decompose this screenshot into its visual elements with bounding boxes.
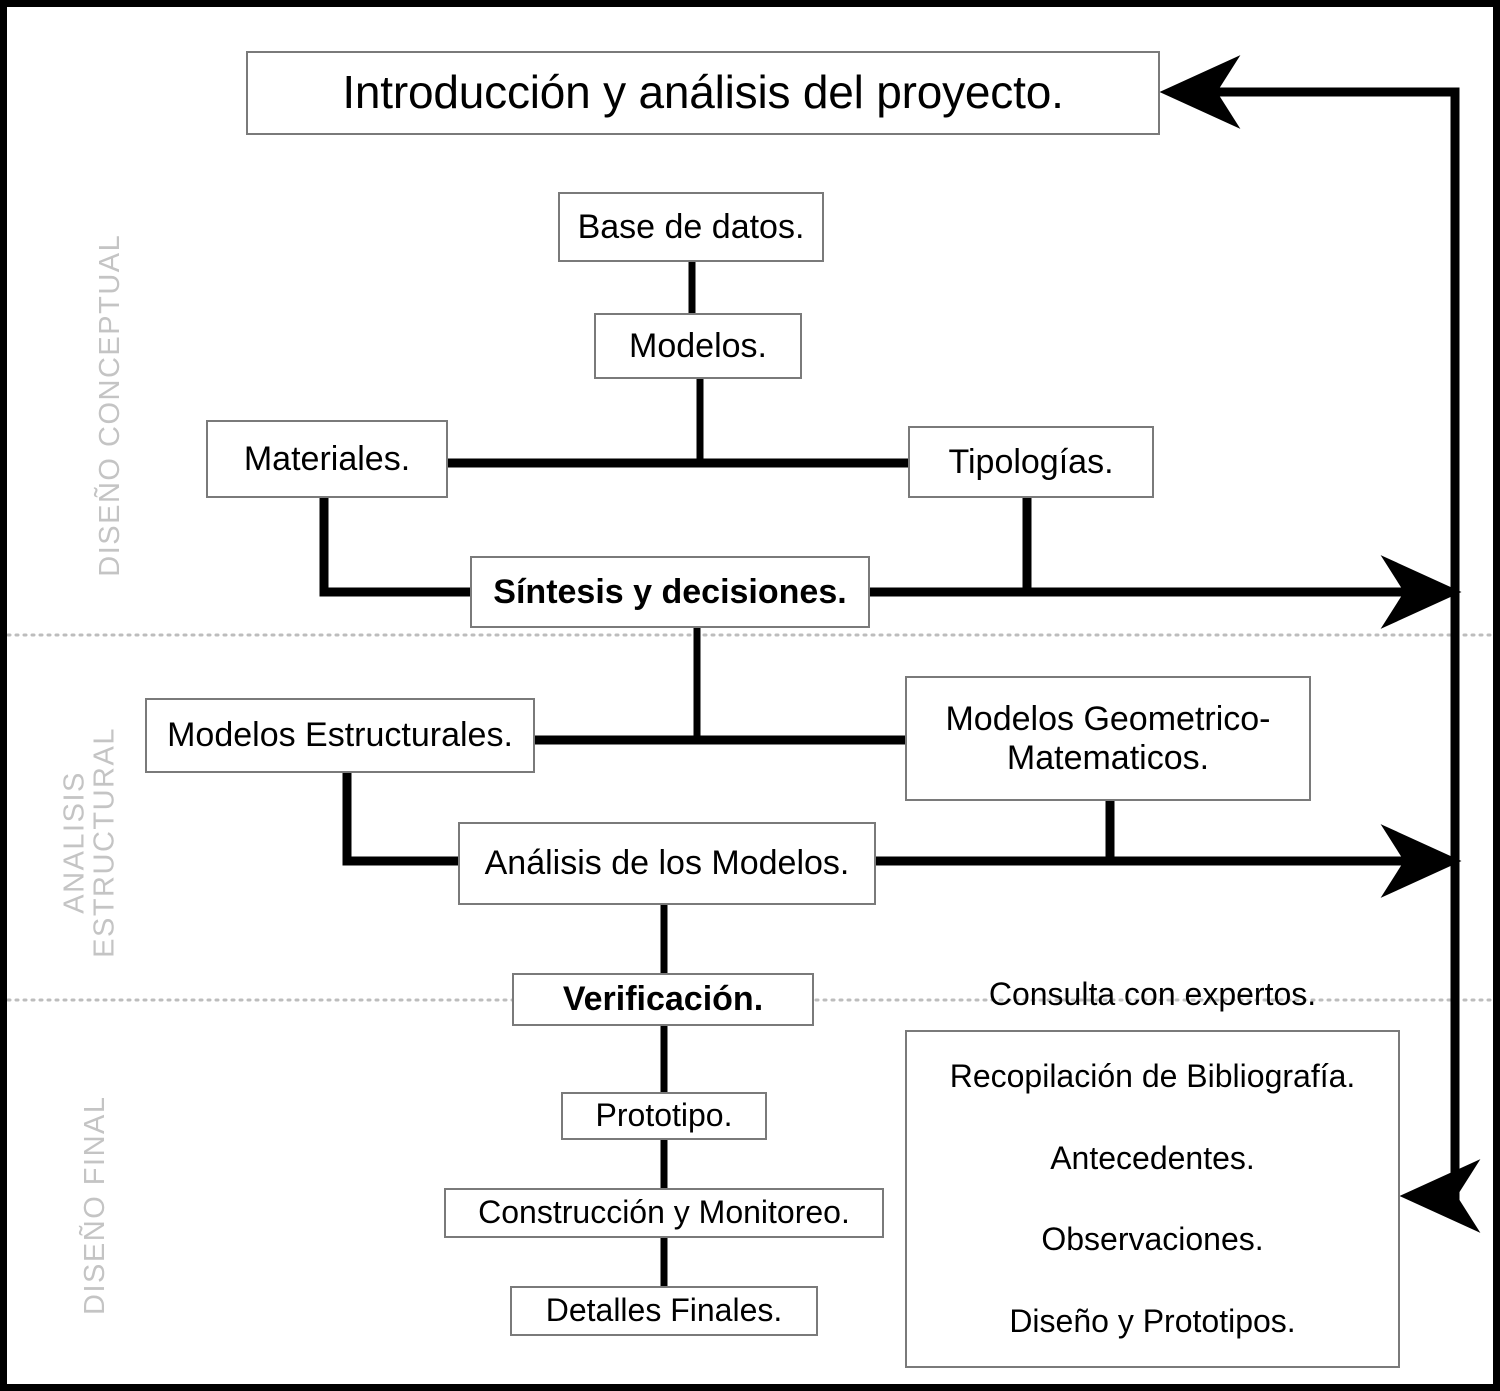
node-title[interactable]: Introducción y análisis del proyecto.	[246, 51, 1160, 135]
node-side-reference-list[interactable]: Consulta con expertos. Recopilación de B…	[905, 976, 1400, 1391]
phase-label-conceptual: DISEÑO CONCEPTUAL	[93, 233, 126, 577]
list-item: Consulta con expertos.	[988, 975, 1317, 1012]
node-modelos[interactable]: Modelos.	[594, 313, 802, 379]
phase-label-final: DISEÑO FINAL	[78, 1095, 111, 1315]
node-sintesis-y-decisiones[interactable]: Síntesis y decisiones.	[470, 556, 870, 628]
node-tipologias[interactable]: Tipologías.	[908, 426, 1154, 498]
list-item: Diseño y Prototipos.	[1009, 1303, 1296, 1340]
node-modelos-estructurales[interactable]: Modelos Estructurales.	[145, 698, 535, 773]
node-analisis-de-los-modelos[interactable]: Análisis de los Modelos.	[458, 822, 876, 905]
node-detalles-finales[interactable]: Detalles Finales.	[510, 1286, 818, 1336]
edge-feedback-to-sidelist	[1399, 592, 1481, 1233]
list-item: Especificaciones.	[917, 1383, 1388, 1391]
node-base-de-datos[interactable]: Base de datos.	[558, 192, 824, 262]
node-verificacion[interactable]: Verificación.	[512, 973, 814, 1026]
list-item: Observaciones.	[1041, 1221, 1264, 1258]
node-construccion-y-monitoreo[interactable]: Construcción y Monitoreo.	[444, 1188, 884, 1238]
node-materiales[interactable]: Materiales.	[206, 420, 448, 498]
node-prototipo[interactable]: Prototipo.	[561, 1092, 767, 1140]
list-item: Antecedentes.	[1050, 1139, 1255, 1176]
edge-feedback-to-title	[1159, 55, 1460, 592]
list-item: Recopilación de Bibliografía.	[949, 1057, 1356, 1094]
edge-materiales-sintesis	[319, 498, 470, 597]
edge-estructurales-analisis	[342, 773, 459, 866]
node-modelos-geometrico-matematicos[interactable]: Modelos Geometrico- Matematicos.	[905, 676, 1311, 801]
phase-label-estructural: ANALISIS ESTRUCTURAL	[58, 727, 121, 958]
